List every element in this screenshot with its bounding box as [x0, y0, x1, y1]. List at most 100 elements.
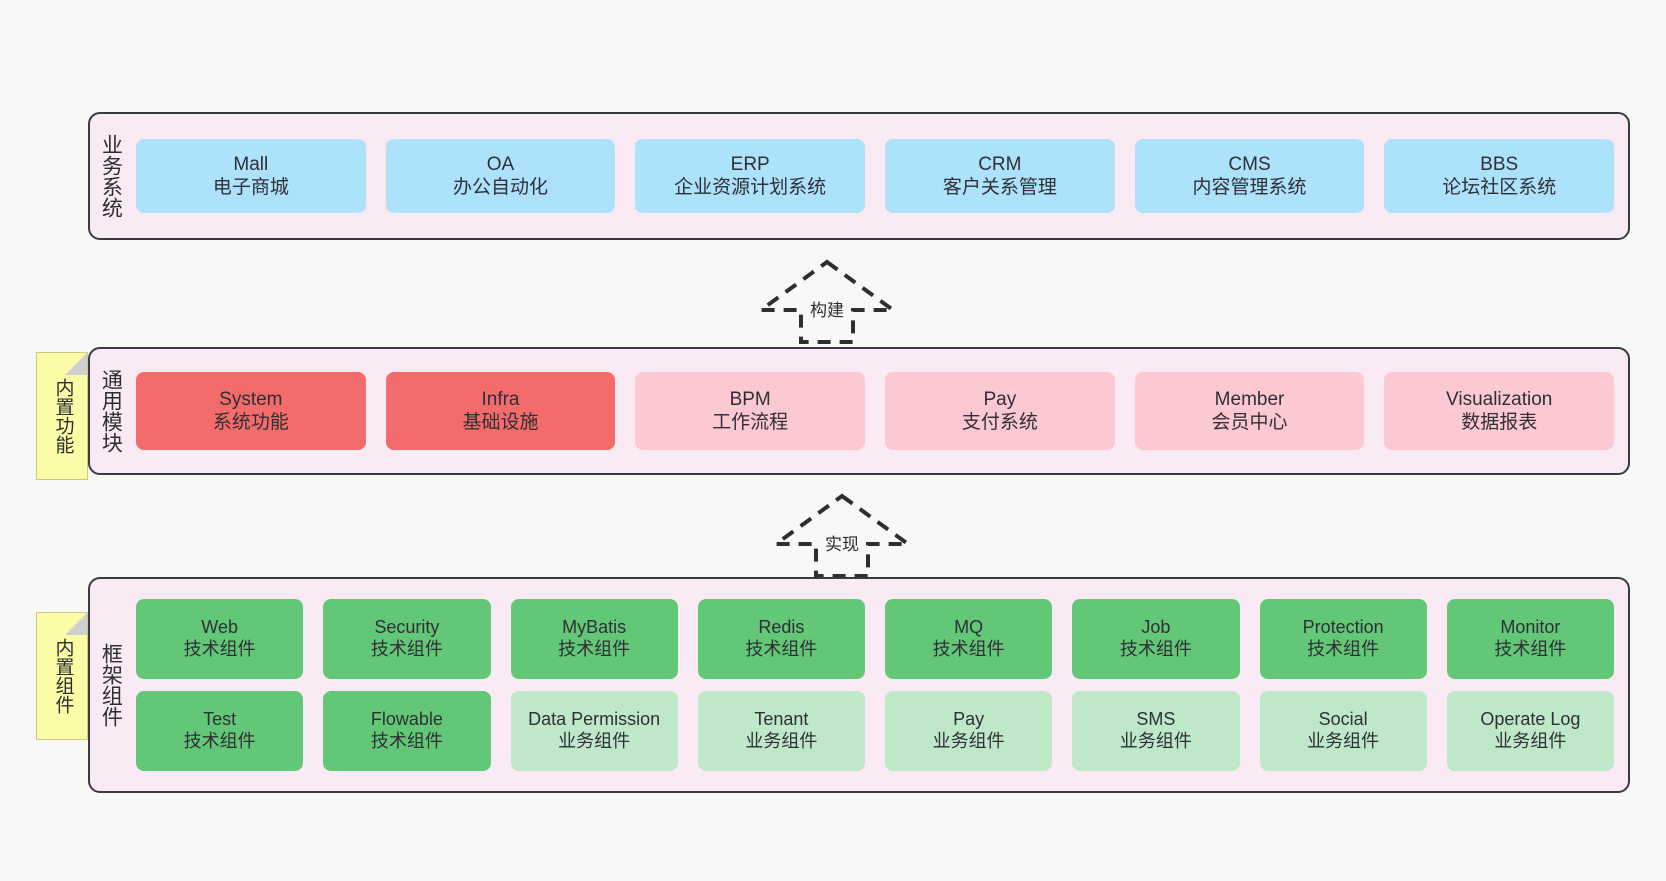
card-subtitle: 支付系统: [961, 412, 1038, 433]
card-title: BPM: [729, 388, 771, 410]
card-title: Protection: [1302, 617, 1384, 638]
layer-title-common: 通用模块: [99, 369, 123, 453]
card-row: Web 技术组件 Security 技术组件 MyBatis 技术组件 Redi…: [136, 599, 1614, 679]
arrow-implement-label: 实现: [825, 535, 859, 554]
card-title: Monitor: [1500, 617, 1561, 638]
card-subtitle: 会员中心: [1211, 412, 1288, 433]
layer-framework-components: 框架组件 Web 技术组件 Security 技术组件 MyBatis 技术组件…: [88, 577, 1630, 793]
layer-title-framework: 框架组件: [99, 643, 123, 727]
note-label: 内置功能: [52, 378, 74, 454]
card-redis[interactable]: Redis 技术组件: [697, 599, 865, 679]
layer-business-systems: 业务系统 Mall 电子商城 OA 办公自动化 ERP 企业资源计划系统 CRM…: [88, 112, 1630, 240]
card-subtitle: 业务组件: [932, 731, 1005, 751]
card-subtitle: 业务组件: [558, 731, 631, 751]
card-mybatis[interactable]: MyBatis 技术组件: [510, 599, 678, 679]
card-system[interactable]: System 系统功能: [136, 372, 366, 450]
card-title: SMS: [1136, 709, 1176, 730]
card-subtitle: 数据报表: [1461, 412, 1538, 433]
card-subtitle: 技术组件: [745, 639, 818, 659]
card-subtitle: 基础设施: [462, 412, 539, 433]
card-title: Job: [1141, 617, 1171, 638]
card-erp[interactable]: ERP 企业资源计划系统: [635, 139, 866, 213]
card-title: Social: [1318, 709, 1368, 730]
layer-body-common: System 系统功能 Infra 基础设施 BPM 工作流程 Pay 支付系统…: [130, 349, 1628, 473]
card-title: Redis: [758, 617, 805, 638]
card-title: BBS: [1480, 153, 1519, 175]
card-pay-module[interactable]: Pay 支付系统: [885, 372, 1115, 450]
card-title: Test: [203, 709, 237, 730]
card-row: Test 技术组件 Flowable 技术组件 Data Permission …: [136, 691, 1614, 771]
card-subtitle: 系统功能: [212, 412, 289, 433]
layer-body-business: Mall 电子商城 OA 办公自动化 ERP 企业资源计划系统 CRM 客户关系…: [130, 114, 1628, 238]
card-title: Data Permission: [528, 709, 661, 730]
card-subtitle: 企业资源计划系统: [674, 177, 827, 198]
card-cms[interactable]: CMS 内容管理系统: [1134, 139, 1365, 213]
card-subtitle: 业务组件: [1494, 731, 1567, 751]
layer-body-framework: Web 技术组件 Security 技术组件 MyBatis 技术组件 Redi…: [130, 579, 1628, 791]
card-tenant[interactable]: Tenant 业务组件: [697, 691, 865, 771]
card-title: Tenant: [754, 709, 809, 730]
card-job[interactable]: Job 技术组件: [1072, 599, 1240, 679]
card-security[interactable]: Security 技术组件: [323, 599, 491, 679]
card-subtitle: 技术组件: [183, 639, 256, 659]
note-builtin-features: 内置功能: [36, 352, 88, 480]
card-flowable[interactable]: Flowable 技术组件: [323, 691, 491, 771]
card-subtitle: 电子商城: [212, 177, 289, 198]
card-subtitle: 技术组件: [370, 639, 443, 659]
arrow-build-label: 构建: [810, 301, 844, 320]
card-title: Visualization: [1446, 388, 1553, 410]
card-oa[interactable]: OA 办公自动化: [385, 139, 616, 213]
card-title: Infra: [481, 388, 520, 410]
card-social[interactable]: Social 业务组件: [1259, 691, 1427, 771]
card-title: System: [219, 388, 283, 410]
card-operate-log[interactable]: Operate Log 业务组件: [1446, 691, 1614, 771]
card-subtitle: 工作流程: [712, 412, 789, 433]
arrow-implement: 实现: [769, 492, 915, 578]
layer-common-modules: 通用模块 System 系统功能 Infra 基础设施 BPM 工作流程 Pay…: [88, 347, 1630, 475]
card-crm[interactable]: CRM 客户关系管理: [885, 139, 1115, 213]
card-web[interactable]: Web 技术组件: [136, 599, 304, 679]
card-bpm[interactable]: BPM 工作流程: [635, 372, 866, 450]
card-title: MyBatis: [562, 617, 627, 638]
card-title: MQ: [954, 617, 984, 638]
card-subtitle: 内容管理系统: [1192, 177, 1307, 198]
card-subtitle: 业务组件: [1119, 731, 1192, 751]
card-title: Operate Log: [1480, 709, 1581, 730]
card-row: System 系统功能 Infra 基础设施 BPM 工作流程 Pay 支付系统…: [136, 372, 1615, 450]
card-subtitle: 技术组件: [1119, 639, 1192, 659]
card-subtitle: 技术组件: [1494, 639, 1567, 659]
card-title: Mall: [233, 153, 269, 175]
card-protection[interactable]: Protection 技术组件: [1259, 599, 1427, 679]
card-row: Mall 电子商城 OA 办公自动化 ERP 企业资源计划系统 CRM 客户关系…: [136, 139, 1615, 213]
card-member[interactable]: Member 会员中心: [1134, 372, 1365, 450]
card-data-permission[interactable]: Data Permission 业务组件: [510, 691, 678, 771]
card-bbs[interactable]: BBS 论坛社区系统: [1384, 139, 1615, 213]
card-title: Pay: [953, 709, 985, 730]
card-subtitle: 技术组件: [183, 731, 256, 751]
card-title: Pay: [983, 388, 1017, 410]
card-title: Member: [1214, 388, 1285, 410]
card-monitor[interactable]: Monitor 技术组件: [1446, 599, 1614, 679]
card-subtitle: 技术组件: [932, 639, 1005, 659]
layer-title-business: 业务系统: [99, 134, 123, 218]
card-subtitle: 技术组件: [370, 731, 443, 751]
card-subtitle: 业务组件: [1307, 731, 1380, 751]
card-title: Web: [201, 617, 238, 638]
arrow-build: 构建: [754, 258, 900, 344]
card-infra[interactable]: Infra 基础设施: [385, 372, 616, 450]
card-subtitle: 客户关系管理: [942, 177, 1057, 198]
card-mq[interactable]: MQ 技术组件: [885, 599, 1053, 679]
card-title: CRM: [978, 153, 1022, 175]
card-subtitle: 论坛社区系统: [1442, 177, 1557, 198]
card-title: Security: [374, 617, 440, 638]
card-test[interactable]: Test 技术组件: [136, 691, 304, 771]
card-sms[interactable]: SMS 业务组件: [1072, 691, 1240, 771]
card-mall[interactable]: Mall 电子商城: [136, 139, 366, 213]
card-visualization[interactable]: Visualization 数据报表: [1384, 372, 1615, 450]
card-title: ERP: [730, 153, 770, 175]
card-title: OA: [486, 153, 515, 175]
card-pay-component[interactable]: Pay 业务组件: [885, 691, 1053, 771]
card-subtitle: 技术组件: [558, 639, 631, 659]
card-subtitle: 办公自动化: [453, 177, 549, 198]
